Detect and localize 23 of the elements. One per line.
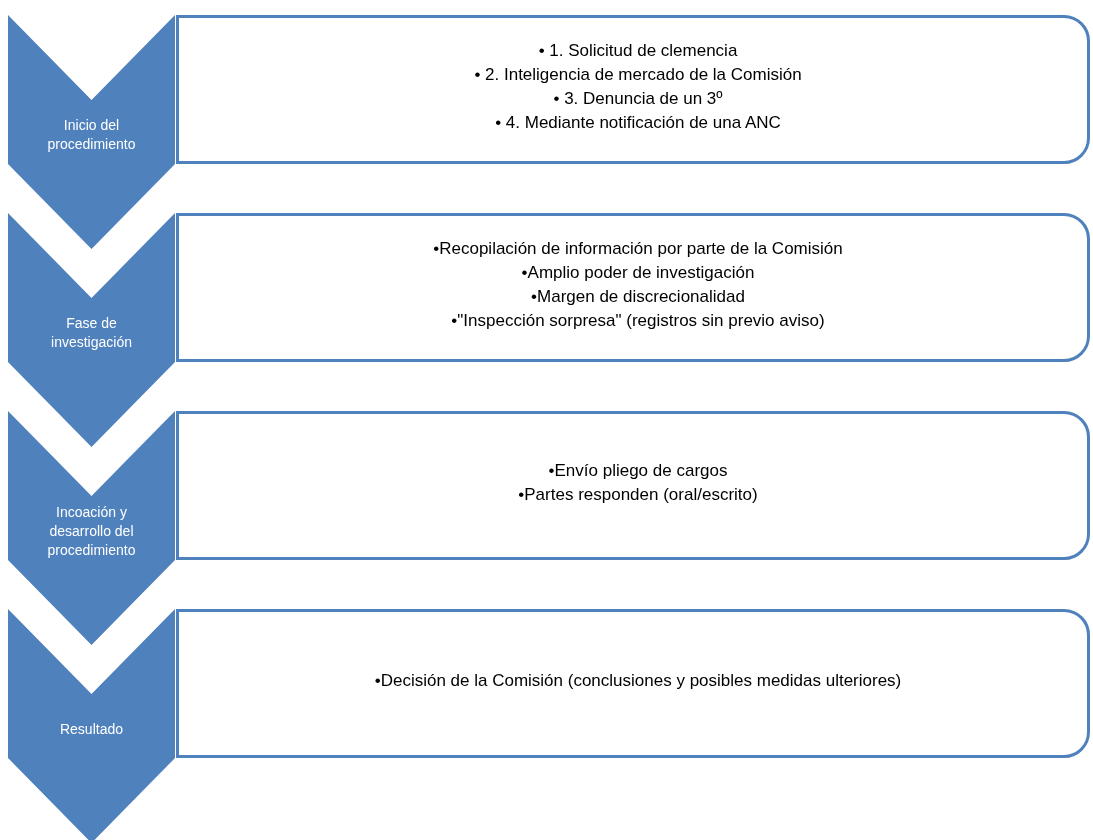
bullet-item: •Margen de discrecionalidad [531,285,745,308]
bullet-item: •Partes responden (oral/escrito) [518,483,758,506]
content-panel [176,609,1090,758]
bullet-item: •Envío pliego de cargos [548,459,728,482]
bullet-item: • 1. Solicitud de clemencia [538,39,738,62]
chevron-shape [8,15,175,249]
bullet-item: •Recopilación de información por parte de la Comisión [433,237,843,260]
chevron-shape [8,213,175,447]
stage-label: Inicio del procedimiento [46,116,137,154]
content-panel [176,411,1090,560]
bullet-item: • 2. Inteligencia de mercado de la Comisión [474,63,802,86]
content-panel [176,15,1090,164]
stage-label: Incoación y desarrollo del procedimiento [46,502,137,560]
stage-label: Resultado [58,719,124,739]
content-panel [176,213,1090,362]
bullet-item: •Amplio poder de investigación [521,261,755,284]
chevron-shape [8,609,175,840]
bullet-item: • 4. Mediante notificación de una ANC [495,111,781,134]
bullet-item: •"Inspección sorpresa" (registros sin previo aviso) [451,309,825,332]
bullet-item: •Decisión de la Comisión (conclusiones y posibles medidas ulteriores) [374,669,902,692]
bullet-item: • 3. Denuncia de un 3º [553,87,723,110]
chevron-shape [8,411,175,645]
stage-label: Fase de investigación [50,314,133,352]
